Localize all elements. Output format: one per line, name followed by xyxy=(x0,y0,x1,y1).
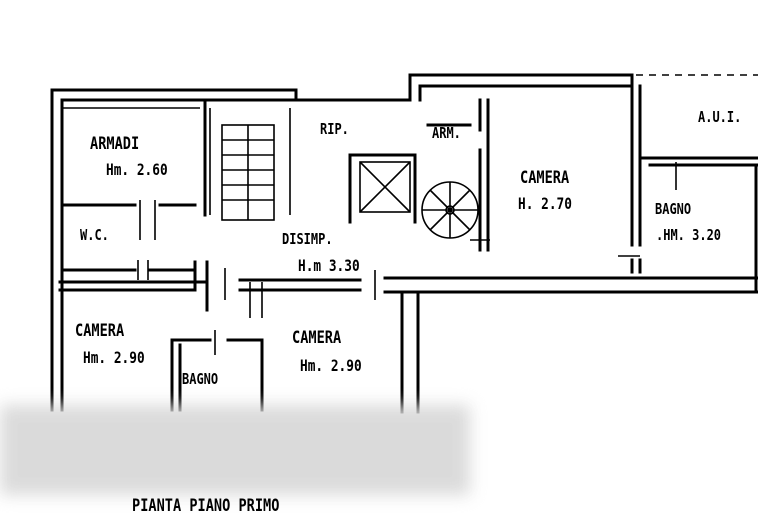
room-aui-name: A.U.I. xyxy=(698,108,742,126)
blurred-region xyxy=(0,405,470,495)
room-camera-s-name: CAMERA xyxy=(292,328,342,348)
interior-walls xyxy=(58,98,758,414)
door-marks xyxy=(137,162,677,355)
room-disimp-name: DISIMP. xyxy=(282,230,333,248)
room-camera-sw-name: CAMERA xyxy=(75,321,125,341)
room-armadi-height: Hm. 2.60 xyxy=(106,160,168,179)
room-camera-ne-name: CAMERA xyxy=(520,168,570,188)
spiral-stair xyxy=(421,181,479,239)
room-camera-s-height: Hm. 2.90 xyxy=(300,356,362,375)
shaft xyxy=(359,161,411,213)
room-camera-ne-height: H. 2.70 xyxy=(518,194,572,213)
room-arm-name: ARM. xyxy=(432,124,461,142)
room-armadi-name: ARMADI xyxy=(90,134,140,154)
room-bagno-e-height: .HM. 3.20 xyxy=(656,226,722,244)
room-wc-name: W.C. xyxy=(80,226,109,244)
plan-caption: PIANTA PIANO PRIMO xyxy=(132,496,280,516)
straight-stair xyxy=(221,124,275,221)
room-rip-name: RIP. xyxy=(320,120,349,138)
outer-walls xyxy=(50,73,758,412)
room-camera-sw-height: Hm. 2.90 xyxy=(83,348,145,367)
room-disimp-height: H.m 3.30 xyxy=(298,256,360,275)
room-bagno-e-name: BAGNO xyxy=(655,200,692,218)
room-bagno-s-name: BAGNO xyxy=(182,370,219,388)
